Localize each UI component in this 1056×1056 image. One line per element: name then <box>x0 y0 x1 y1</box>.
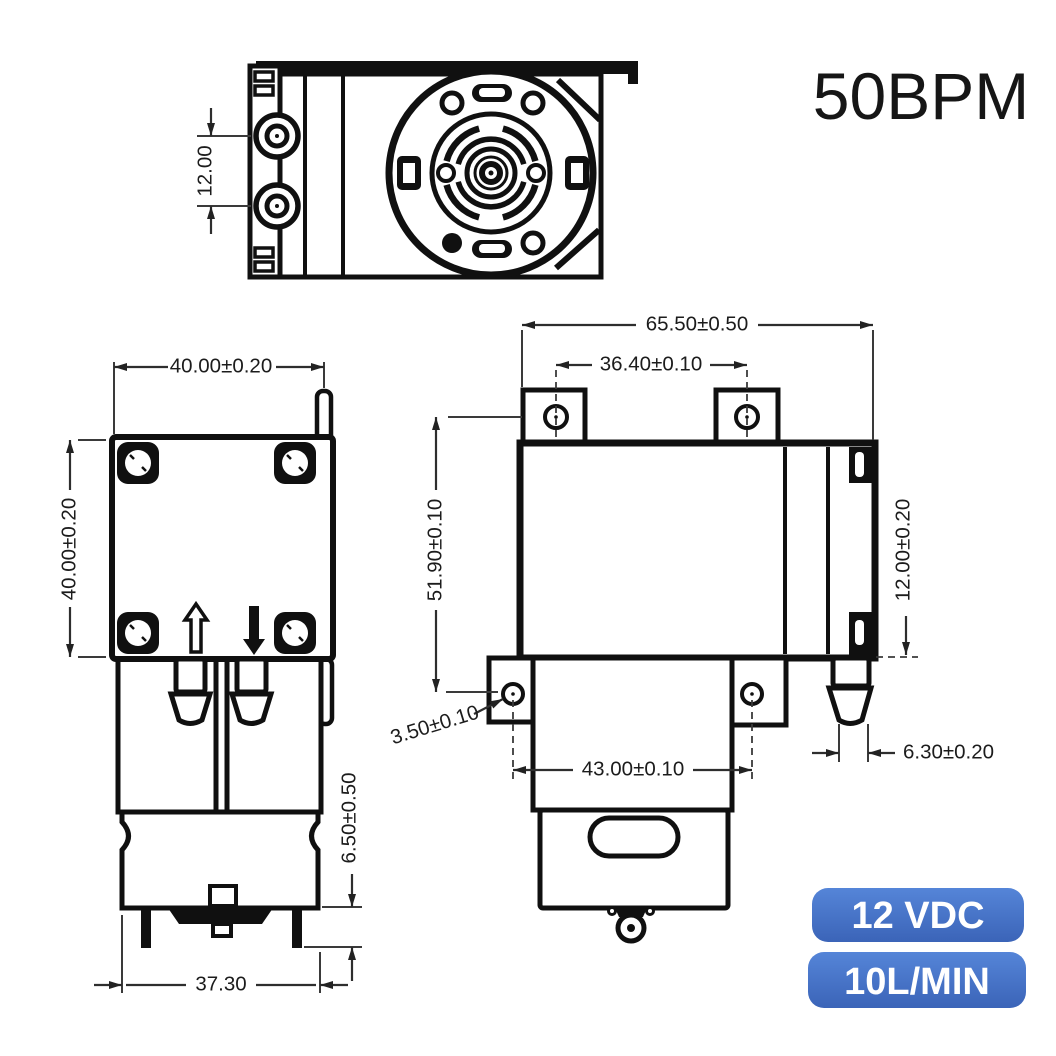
barb-fitting-right <box>228 656 275 726</box>
dim-label-overall-length: 65.50±0.50 <box>646 312 748 335</box>
flow-badge-bg <box>808 952 1026 1008</box>
bracket-gusset <box>554 227 601 271</box>
mount-hole-center <box>745 415 749 419</box>
mount-tab-bottom-right <box>728 655 789 728</box>
dim-barb-od: 6.30±0.20 <box>812 724 994 763</box>
vent-stadium-top-slot <box>479 88 505 97</box>
dim-label-top-hole-spacing: 36.40±0.10 <box>600 352 702 375</box>
dim-label-tab-hole: 3.50±0.10 <box>388 701 482 750</box>
dim-head-width: 40.00±0.20 <box>113 354 325 434</box>
terminal-tab <box>211 922 233 938</box>
motor-can-front <box>119 809 321 911</box>
dim-overall-length: 65.50±0.50 <box>521 312 874 440</box>
voltage-badge: 12 VDC <box>812 888 1024 942</box>
face-hole <box>436 163 456 183</box>
bracket-slot <box>253 260 275 273</box>
dim-motor-width: 37.30 <box>94 915 348 995</box>
corner-screw <box>274 612 316 654</box>
corner-screw <box>274 442 316 484</box>
screw-hole <box>520 90 546 116</box>
dim-mount-height: 51.90±0.10 <box>423 416 522 693</box>
dim-bottom-hole-spacing: 43.00±0.10 <box>512 700 753 782</box>
dim-label-bottom-hole-spacing: 43.00±0.10 <box>582 757 684 780</box>
bracket-slot <box>253 84 275 97</box>
mount-hole-center <box>554 415 558 419</box>
rear-bracket <box>247 63 283 280</box>
motor-end-plate <box>168 908 273 924</box>
dim-label-head-width: 40.00±0.20 <box>170 354 272 377</box>
front-view <box>109 388 336 948</box>
dim-label-foot-height: 6.50±0.50 <box>337 772 360 863</box>
dim-port-height: 12.00±0.20 <box>876 499 918 658</box>
bracket-slot <box>253 246 275 259</box>
screw-hole <box>520 230 546 256</box>
side-tab-right-slot <box>571 163 583 183</box>
side-flange-edge-top <box>314 388 334 444</box>
dim-tab-hole: 3.50±0.10 <box>388 698 504 750</box>
motor-leg-right <box>292 908 302 948</box>
dim-port-spacing: 12.00 <box>193 108 251 234</box>
vent-slot-inner <box>455 180 527 210</box>
end-detail <box>607 906 617 916</box>
barb-fitting-left <box>167 656 214 726</box>
voltage-badge-bg <box>812 888 1024 942</box>
dim-foot-height: 6.50±0.50 <box>304 772 362 981</box>
vent-stadium-bottom-slot <box>479 244 505 253</box>
motor-leg-left <box>141 908 151 948</box>
mount-hole-center <box>511 692 515 696</box>
model-title: 50BPM <box>813 59 1029 133</box>
corner-screws <box>117 442 316 654</box>
dim-label-head-height: 40.00±0.20 <box>57 498 80 600</box>
end-detail <box>645 906 655 916</box>
motor-shaft-center <box>627 924 635 932</box>
flow-in-arrow-icon <box>243 606 265 655</box>
dim-label-motor-width: 37.30 <box>195 972 246 995</box>
head-lower-section <box>530 655 735 813</box>
flow-badge-label: 10L/MIN <box>844 961 990 1003</box>
flow-badge: 10L/MIN <box>808 952 1026 1008</box>
dim-label-barb-od: 6.30±0.20 <box>903 740 994 763</box>
bracket-slot <box>253 70 275 83</box>
bracket-gusset <box>555 77 603 123</box>
barb-fitting-side <box>825 655 875 726</box>
vent-slot <box>443 125 481 163</box>
locating-pin <box>442 233 462 253</box>
flange-end-hook <box>628 72 638 84</box>
dim-label-port-spacing: 12.00 <box>193 145 216 196</box>
corner-screw <box>117 612 159 654</box>
flange-notch-top-slot <box>855 452 864 477</box>
flow-out-arrow-icon <box>181 600 211 654</box>
mount-hole-center <box>750 692 754 696</box>
pump-ports-rear <box>253 112 301 230</box>
voltage-badge-label: 12 VDC <box>851 895 984 937</box>
corner-screw <box>117 442 159 484</box>
rear-view <box>247 61 638 280</box>
motor-face <box>385 67 597 279</box>
face-hole <box>526 163 546 183</box>
dim-top-hole-spacing: 36.40±0.10 <box>555 352 748 438</box>
side-view <box>486 387 879 944</box>
vent-slot <box>501 183 539 221</box>
terminal-block <box>208 884 238 908</box>
pump-body-side <box>516 439 879 662</box>
vent-slot <box>443 183 481 221</box>
port-center <box>275 204 279 208</box>
screw-hole <box>439 90 465 116</box>
dim-label-mount-height: 51.90±0.10 <box>423 499 446 601</box>
vent-slot <box>501 125 539 163</box>
shaft-center <box>488 170 494 176</box>
flange-notch-bottom-slot <box>855 620 864 645</box>
pump-head-face <box>109 434 336 662</box>
mounting-flange-bar <box>256 61 638 74</box>
vent-slot-inner <box>455 136 527 166</box>
dim-head-height: 40.00±0.20 <box>57 439 106 658</box>
motor-vent-oval <box>587 815 681 859</box>
dim-label-port-height: 12.00±0.20 <box>891 499 914 601</box>
side-tab-left-slot <box>403 163 415 183</box>
port-center <box>275 134 279 138</box>
